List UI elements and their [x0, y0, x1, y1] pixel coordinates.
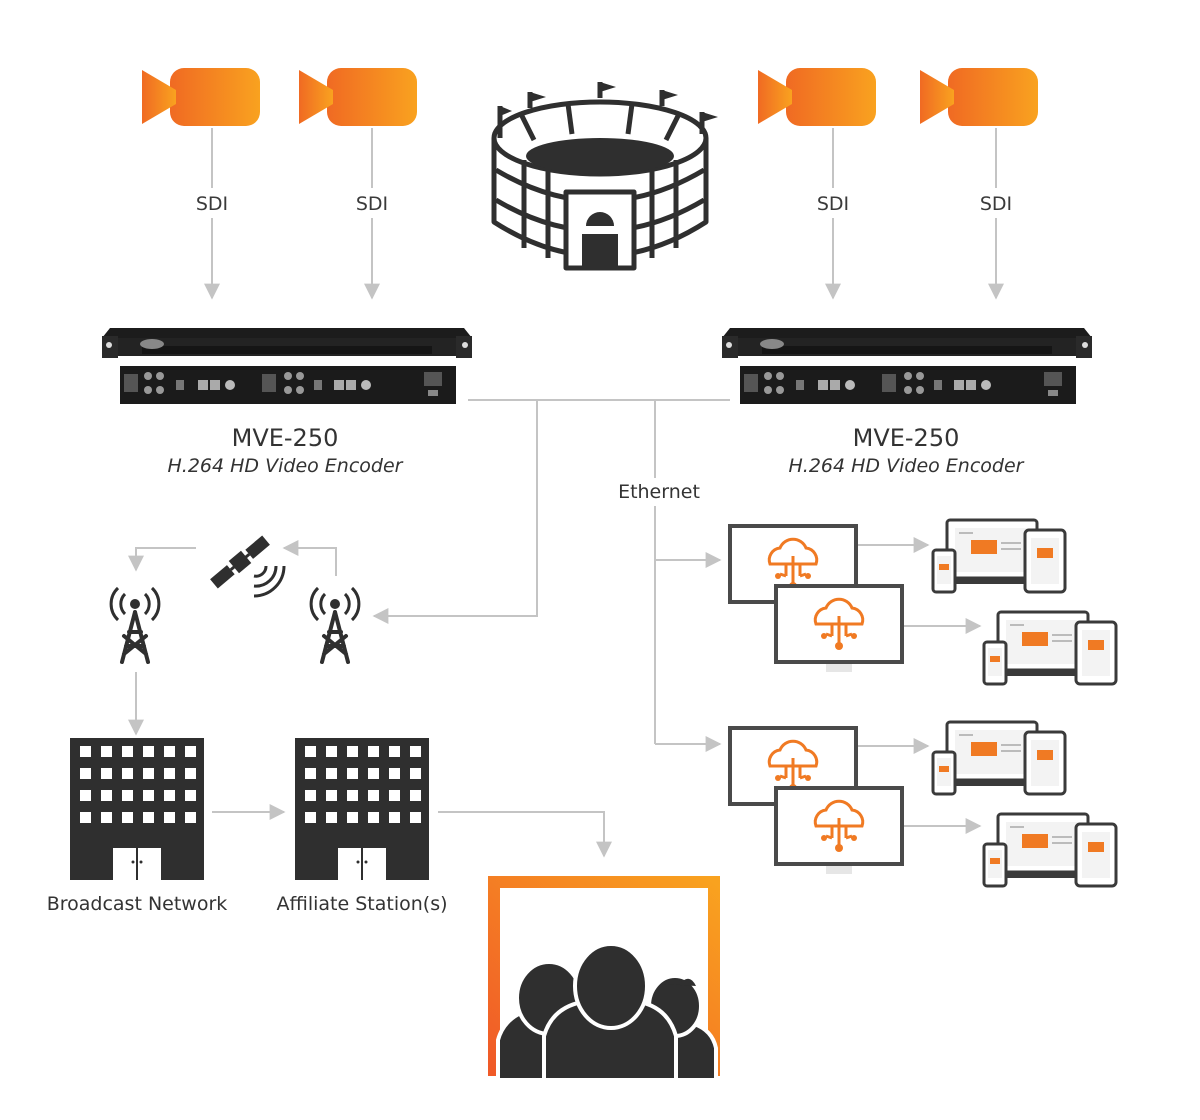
sdi-label: SDI	[817, 193, 849, 215]
camera-icon	[758, 68, 876, 126]
satellite-icon	[210, 535, 270, 589]
camera-icon	[920, 68, 1038, 126]
cloud-monitor-icon	[774, 584, 904, 674]
broadcast-network-label: Broadcast Network	[47, 893, 228, 915]
building-icon	[70, 738, 204, 880]
multi-device-icon	[982, 812, 1118, 888]
uplink-line	[282, 540, 337, 576]
sdi-label: SDI	[356, 193, 388, 215]
signal-waves	[253, 565, 286, 598]
encoder-description: H.264 HD Video Encoder	[168, 455, 404, 477]
sdi-label: SDI	[980, 193, 1012, 215]
encoder-model-label: MVE-250	[232, 424, 339, 452]
building-icon	[295, 738, 429, 880]
stadium-icon	[491, 82, 718, 271]
ethernet-label: Ethernet	[618, 481, 700, 503]
connector-lines	[128, 128, 1004, 858]
downlink-line	[128, 547, 196, 572]
broadcast-tower-icon	[309, 586, 361, 664]
encoder-device	[102, 328, 472, 404]
cloud-monitor-icon	[774, 786, 904, 876]
encoder-model-label: MVE-250	[853, 424, 960, 452]
encoder-device	[722, 328, 1092, 404]
camera-icon	[299, 68, 417, 126]
sdi-label: SDI	[196, 193, 228, 215]
encoder-description: H.264 HD Video Encoder	[789, 455, 1025, 477]
affiliate-station-label: Affiliate Station(s)	[276, 893, 447, 915]
broadcast-tower-icon	[109, 586, 161, 664]
multi-device-icon	[931, 720, 1067, 796]
camera-icon	[142, 68, 260, 126]
multi-device-icon	[982, 610, 1118, 686]
audience-screen-icon	[488, 876, 720, 1082]
affiliate-to-audience-line	[438, 811, 612, 858]
encoder-to-tower-line	[372, 400, 538, 624]
multi-device-icon	[931, 518, 1067, 594]
